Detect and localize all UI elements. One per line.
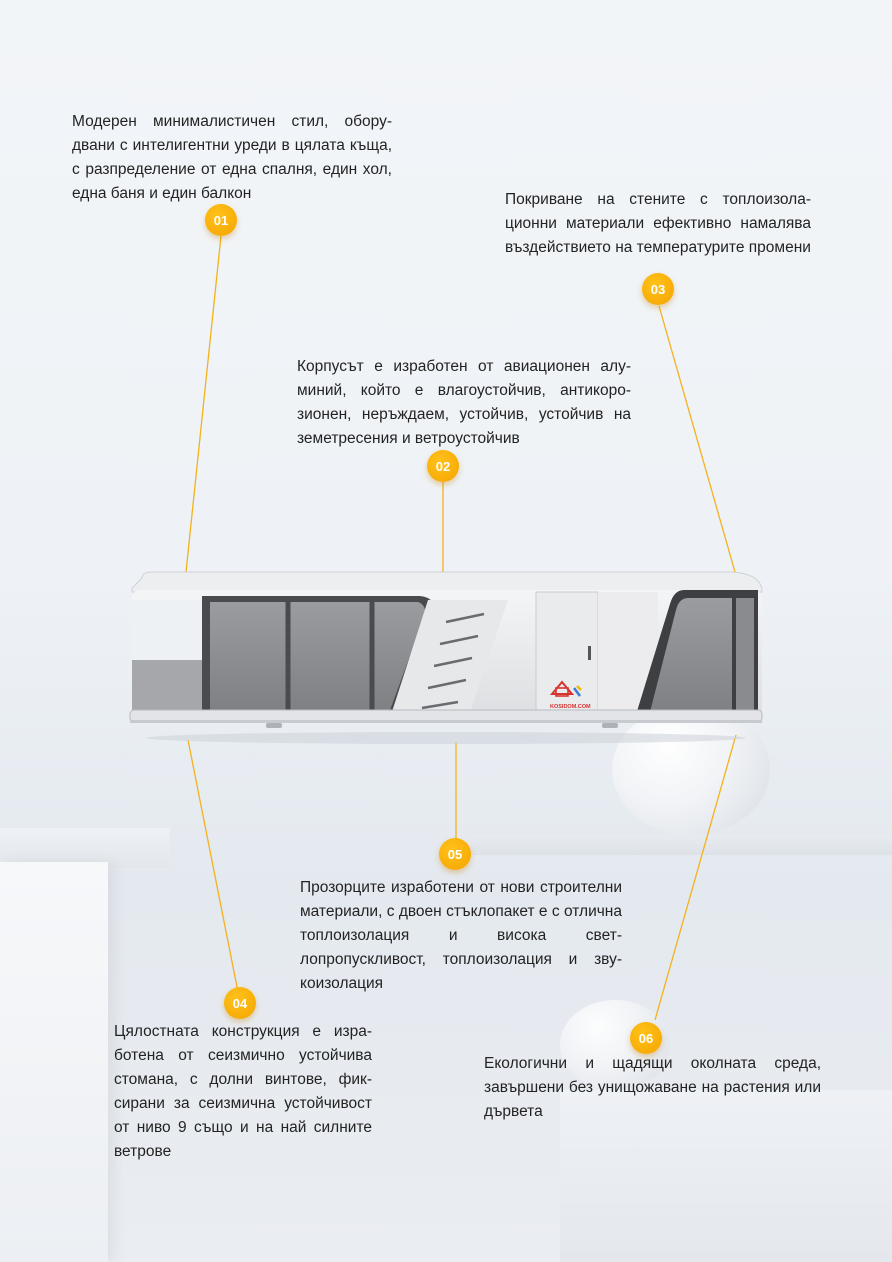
house-window-glass-right xyxy=(650,598,732,712)
feature-text-04: Цялостната конструкция е изра­ботена от … xyxy=(114,1023,372,1160)
kosidom-logo: KOSIDOM.COM xyxy=(549,680,591,710)
house-balcony xyxy=(132,600,204,660)
feature-text-05: Прозорците изработени от нови строи­телн… xyxy=(300,879,622,992)
connector-01 xyxy=(185,235,222,573)
feature-badge-01: 01 xyxy=(205,204,237,236)
feature-text-02: Корпусът е изработен от авиационен алу­м… xyxy=(297,358,631,447)
feature-badge-03: 03 xyxy=(642,273,674,305)
decor-pedestal-left xyxy=(0,862,108,1262)
decor-sphere-large xyxy=(612,705,770,835)
feature-badge-05: 05 xyxy=(439,838,471,870)
house-window-glass-left xyxy=(210,602,426,710)
feature-badge-02: 02 xyxy=(427,450,459,482)
feature-badge-04: 04 xyxy=(224,987,256,1019)
feature-text-03: Покриване на стените с топлоизола­ционни… xyxy=(505,191,811,256)
logo-text: KOSIDOM.COM xyxy=(550,704,591,710)
house-shadow xyxy=(146,732,746,744)
feature-badge-06: 06 xyxy=(630,1022,662,1054)
feature-text-06: Екологични и щадящи околната среда, завъ… xyxy=(484,1055,821,1120)
decor-shelf xyxy=(470,835,892,855)
decor-pedestal-right xyxy=(560,1090,892,1262)
house-louvre-panel xyxy=(390,600,508,718)
house-balcony-railing xyxy=(132,660,204,710)
capsule-house-illustration: KOSIDOM.COM xyxy=(129,571,763,744)
house-roof xyxy=(131,571,763,593)
feature-text-01: Модерен минималистичен стил, обору­двани… xyxy=(72,113,392,202)
connector-04 xyxy=(187,739,239,993)
connector-03 xyxy=(658,305,736,573)
decor-pedestal-top xyxy=(0,828,170,868)
connector-06 xyxy=(654,734,737,1021)
